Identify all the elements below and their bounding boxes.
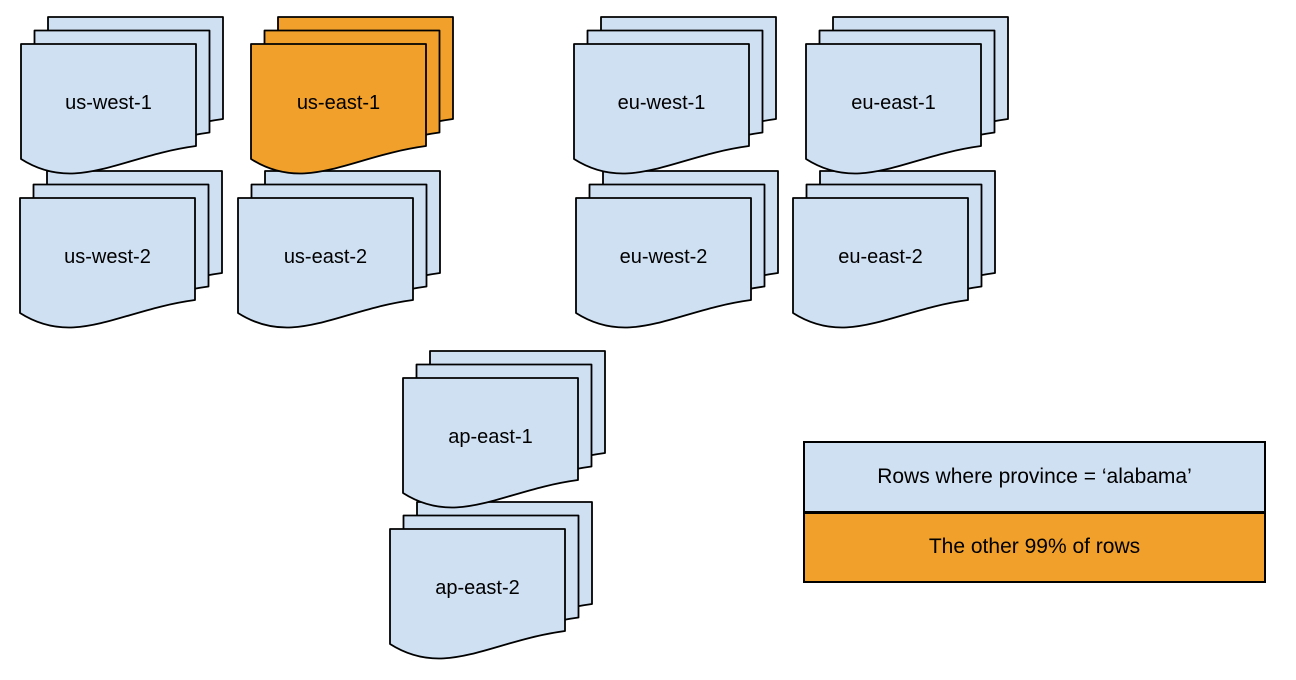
document-stack-icon xyxy=(237,170,441,329)
document-stack-icon xyxy=(402,350,606,509)
stack-us-west-1: us-west-1 xyxy=(20,16,225,176)
document-stack-icon xyxy=(575,170,779,329)
legend-item-alabama-rows: Rows where province = ‘alabama’ xyxy=(805,443,1264,511)
document-stack-icon xyxy=(792,170,996,329)
document-stack-icon xyxy=(20,16,224,175)
legend-item-other-rows: The other 99% of rows xyxy=(805,510,1264,581)
stack-ap-east-2: ap-east-2 xyxy=(389,501,594,661)
stack-eu-west-2: eu-west-2 xyxy=(575,170,780,330)
legend-item-label: The other 99% of rows xyxy=(928,535,1141,559)
stack-eu-east-1: eu-east-1 xyxy=(805,16,1010,176)
document-stack-icon xyxy=(573,16,777,175)
document-stack-icon xyxy=(250,16,454,175)
document-stack-icon xyxy=(19,170,223,329)
stack-eu-east-2: eu-east-2 xyxy=(792,170,997,330)
stack-us-east-2: us-east-2 xyxy=(237,170,442,330)
legend: Rows where province = ‘alabama’ The othe… xyxy=(803,441,1266,583)
stack-us-east-1: us-east-1 xyxy=(250,16,455,176)
document-stack-icon xyxy=(389,501,593,660)
stack-us-west-2: us-west-2 xyxy=(19,170,224,330)
stack-eu-west-1: eu-west-1 xyxy=(573,16,778,176)
stack-ap-east-1: ap-east-1 xyxy=(402,350,607,510)
legend-item-label: Rows where province = ‘alabama’ xyxy=(877,464,1192,488)
document-stack-icon xyxy=(805,16,1009,175)
